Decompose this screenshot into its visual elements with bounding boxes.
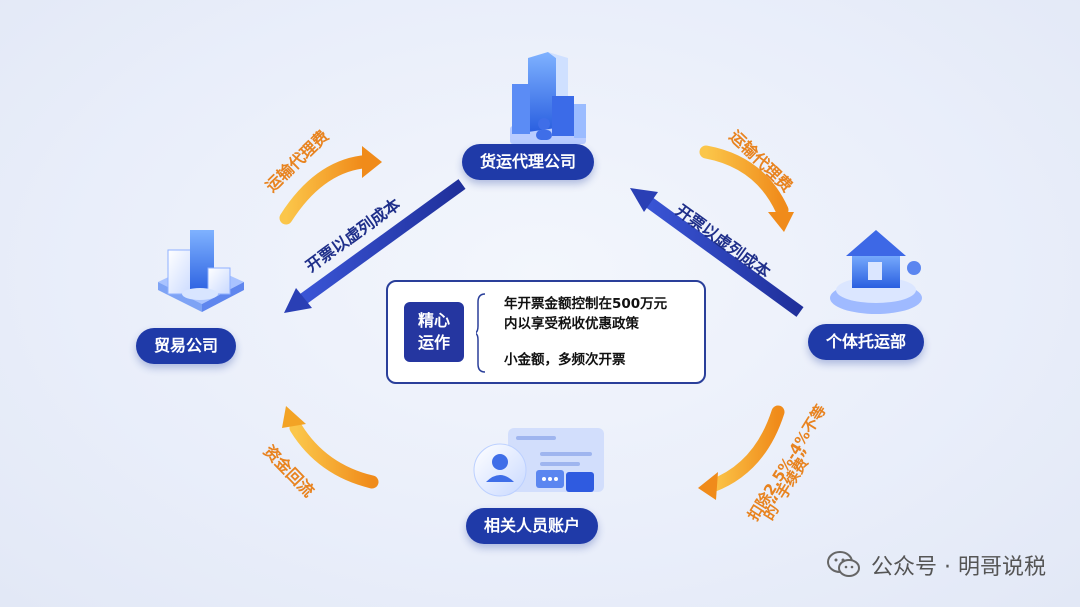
watermark: 公众号 · 明哥说税: [827, 549, 1046, 581]
strategy-point1-line1: 年开票金额控制在500万元: [504, 296, 668, 312]
strategy-box: 精心 运作 年开票金额控制在500万元 内以享受税收优惠政策 小金额，多频次开票: [386, 280, 706, 384]
strategy-tag-line1: 精心: [417, 311, 450, 330]
strategy-tag-line2: 运作: [417, 333, 450, 352]
invoice-arrow-right: [630, 188, 804, 317]
fund-return-arrow: [282, 406, 379, 489]
fee-arrow-left: [279, 146, 382, 225]
city-buildings-icon: [158, 230, 244, 312]
strategy-tag: 精心 运作: [404, 302, 464, 362]
strategy-point1-line2: 内以享受税收优惠政策: [504, 316, 639, 332]
node-freight-agency: 货运代理公司: [462, 144, 595, 180]
wechat-icon: [827, 551, 861, 577]
node-individual-shipping: 个体托运部: [808, 324, 925, 360]
invoice-arrow-left: [284, 179, 466, 313]
strategy-point2: 小金额，多频次开票: [504, 352, 626, 368]
bracket-divider: [476, 293, 486, 373]
house-icon: [830, 230, 922, 314]
fee-arrow-right: [699, 145, 794, 232]
node-trading-company: 贸易公司: [136, 328, 237, 364]
deduct-fee-arrow: [698, 405, 785, 500]
watermark-text: 公众号 · 明哥说税: [871, 555, 1046, 580]
node-related-accounts: 相关人员账户: [466, 508, 599, 544]
user-profile-icon: [473, 428, 604, 497]
office-building-icon: [510, 52, 586, 144]
